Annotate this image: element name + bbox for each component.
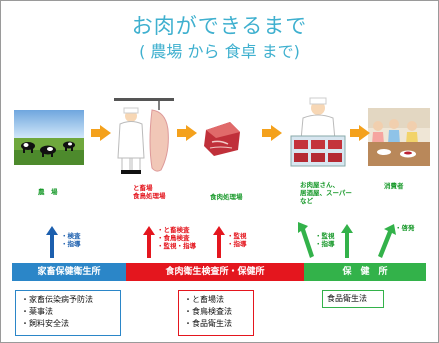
agency-meat-inspection: 食肉衛生検査所・保健所 — [126, 263, 304, 281]
meat-block-image — [204, 122, 240, 156]
stage-label-consumer: 消費者 — [384, 182, 404, 190]
action-livestock: ・検査 ・指導 — [61, 232, 81, 248]
stage-label-meat-processing: 食肉処理場 — [210, 193, 243, 201]
action-meat-inspection: ・と畜検査 ・食鳥検査 ・監視・指導 — [157, 226, 196, 250]
action-health-awareness: ・啓発 — [395, 224, 415, 232]
up-arrow-icon — [213, 226, 225, 258]
flow-arrow-icon — [91, 125, 111, 141]
up-arrow-icon — [378, 224, 396, 258]
law-box-meat: ・と畜場法 ・食鳥検査法 ・食品衛生法 — [178, 290, 254, 336]
flow-arrow-icon — [177, 125, 197, 141]
page-title: お肉ができるまで — [131, 14, 308, 38]
flow-arrow-icon — [350, 125, 370, 141]
stage-label-slaughterhouse: と畜場 食鳥処理場 — [133, 184, 166, 200]
action-health-monitoring: ・監視 ・指導 — [315, 232, 335, 248]
action-meat-monitoring: ・監視 ・指導 — [227, 232, 247, 248]
stage-label-retail: お肉屋さん、 居酒屋、スーパー など — [300, 181, 352, 205]
up-arrow-icon — [298, 222, 314, 258]
butcher-image — [290, 97, 346, 167]
agency-livestock-hygiene: 家畜保健衛生所 — [12, 263, 126, 281]
slaughterhouse-image — [114, 98, 174, 174]
stage-label-farm: 農 場 — [38, 188, 58, 196]
flow-arrow-icon — [262, 125, 282, 141]
law-box-health: 食品衛生法 — [322, 290, 384, 308]
up-arrow-icon — [143, 226, 155, 258]
consumers-image — [368, 108, 430, 166]
page-subtitle: ( 農場 から 食卓 まで) — [139, 42, 300, 61]
agency-health-center: 保 健 所 — [304, 263, 426, 281]
farm-image — [14, 110, 84, 165]
law-box-livestock: ・家畜伝染病予防法 ・薬事法 ・飼料安全法 — [15, 290, 121, 336]
up-arrow-icon — [46, 226, 58, 258]
up-arrow-icon — [341, 224, 353, 258]
